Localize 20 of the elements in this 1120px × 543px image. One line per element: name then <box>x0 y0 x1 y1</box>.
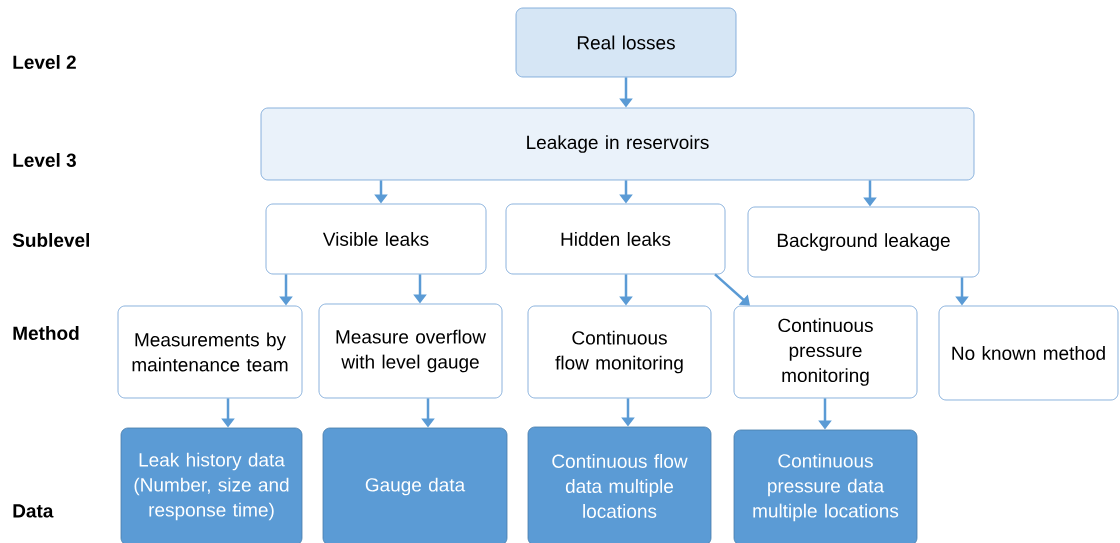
process-box: Continuous pressure monitoring <box>733 305 918 399</box>
level-label: Level 3 <box>13 153 76 167</box>
category-band: Leakage in reservoirs <box>260 107 975 181</box>
category-box: Real losses <box>515 7 737 78</box>
process-box: Measurements by maintenance team <box>117 305 303 399</box>
process-box: Visible leaks <box>265 203 487 275</box>
level-label: Sublevel <box>12 233 89 247</box>
level-label: Method <box>13 326 79 340</box>
level-label: Data <box>13 504 54 518</box>
data-box: Gauge data <box>322 427 508 543</box>
process-box: No known method <box>938 305 1119 401</box>
process-box: Measure overflow with level gauge <box>318 303 503 399</box>
data-box: Continuous flow data multiple locations <box>527 426 712 543</box>
data-box: Continuous pressure data multiple locations <box>733 429 918 543</box>
data-box: Leak history data (Number, size and response time) <box>120 427 303 543</box>
process-box: Hidden leaks <box>505 203 726 275</box>
arrow <box>714 273 750 306</box>
level-label: Level 2 <box>13 55 76 69</box>
process-box: Continuous flow monitoring <box>527 305 712 399</box>
process-box: Background leakage <box>747 206 980 278</box>
